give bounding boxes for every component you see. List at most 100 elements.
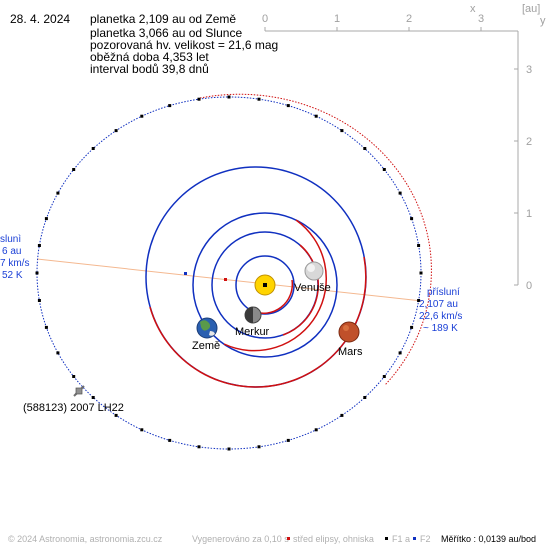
orbit-time-point (314, 428, 318, 432)
earth-planet (196, 317, 218, 339)
y-tick-1: 1 (526, 208, 532, 220)
x-tick-1: 1 (334, 13, 340, 25)
orbit-time-point (44, 325, 48, 329)
perihelion-distance: 2,107 au (419, 299, 458, 310)
orbit-time-point (314, 114, 318, 118)
orbit-time-point (286, 438, 290, 442)
perihelion-info: přísluní 2,107 au 22,6 km/s ~ 189 K (419, 287, 462, 334)
ellipse-center-marker (184, 272, 187, 275)
orbit-time-point (197, 97, 201, 101)
orbit-time-point (56, 351, 60, 355)
focus-marker (224, 278, 227, 281)
orbit-time-point (257, 445, 261, 449)
x-tick-0: 0 (262, 13, 268, 25)
orbit-time-point (37, 244, 41, 247)
orbit-time-point (363, 147, 367, 150)
f1-legend-tail: a (405, 534, 410, 544)
orbit-time-point (227, 95, 231, 99)
orbit-time-point (140, 428, 144, 432)
center-legend-marker (287, 537, 290, 540)
orbit-time-point (398, 351, 402, 355)
orbit-time-point (419, 271, 423, 275)
aphelion-speed: 7 km/s (0, 258, 29, 269)
orbit-time-point (227, 447, 231, 451)
info-line-1: planetka 2,109 au od Země (90, 12, 236, 26)
info-line-3: pozorovaná hv. velikost = 21,6 mag (90, 38, 278, 52)
orbit-time-point (140, 114, 144, 118)
mercury-label: Merkur (235, 326, 270, 338)
aphelion-info: slunì 6 au 7 km/s 52 K (0, 234, 29, 281)
generated-time: Vygenerováno za 0,10 s (192, 534, 289, 544)
earth-orbit-red-arc (223, 219, 328, 352)
orbit-time-point (398, 191, 402, 195)
y-axis-label: y (540, 15, 546, 27)
asteroid-marker (73, 385, 85, 397)
x-tick-3: 3 (478, 13, 484, 25)
x-tick-2: 2 (406, 13, 412, 25)
mars-label: Mars (338, 346, 363, 358)
y-axis: 3 2 1 0 y (514, 15, 546, 292)
orbit-time-point (197, 445, 201, 449)
orbit-time-point (340, 129, 344, 133)
asteroid-orbit-red-arc (199, 93, 432, 386)
orbit-time-point (44, 217, 48, 221)
header-info: 28. 4. 2024 planetka 2,109 au od Země pl… (10, 12, 278, 76)
perihelion-speed: 22,6 km/s (419, 311, 462, 322)
orbit-time-point (417, 244, 421, 247)
y-tick-0: 0 (526, 280, 532, 292)
sun (254, 274, 276, 296)
orbit-time-point (91, 396, 95, 399)
venus-planet (304, 261, 324, 281)
date-label: 28. 4. 2024 (10, 12, 70, 26)
mercury-planet (244, 306, 262, 324)
orbit-time-point (257, 97, 261, 101)
venus-orbit-red-arc (282, 244, 320, 336)
earth-orbit (192, 212, 338, 358)
info-line-5: interval bodů 39,8 dnů (90, 62, 209, 76)
y-tick-3: 3 (526, 64, 532, 76)
x-axis: 0 1 2 3 x [au] (262, 3, 540, 32)
orbit-time-point (35, 271, 39, 275)
mars-orbit (145, 166, 367, 388)
f2-legend-label: F2 (420, 534, 431, 544)
aphelion-distance: 6 au (2, 246, 21, 257)
orbit-time-point (363, 396, 367, 399)
orbit-time-point (340, 413, 344, 417)
aphelion-temp: 52 K (2, 270, 23, 281)
f1-legend-label: F1 (392, 534, 403, 544)
orbit-time-point (114, 413, 118, 417)
orbit-time-point (91, 147, 95, 150)
orbit-time-point (168, 438, 172, 442)
orbit-time-point (168, 104, 172, 108)
y-tick-2: 2 (526, 136, 532, 148)
orbit-time-point (56, 191, 60, 195)
orbit-time-point (37, 299, 41, 302)
orbit-time-point (286, 104, 290, 108)
perihelion-temp: ~ 189 K (423, 323, 458, 334)
apsis-line (36, 258, 423, 302)
perihelion-title: přísluní (427, 287, 460, 298)
venus-label: Venuše (294, 282, 331, 294)
mars-planet (338, 321, 360, 343)
earth-label: Země (192, 340, 220, 352)
orbit-time-point (72, 168, 76, 171)
scale-label: Měřítko : 0,0139 au/bod (441, 534, 536, 544)
aphelion-title: slunì (0, 234, 21, 245)
copyright: © 2024 Astronomia, astronomia.zcu.cz (8, 534, 163, 544)
info-line-4: oběžná doba 4,353 let (90, 50, 209, 64)
asteroid-label: (588123) 2007 LH22 (23, 402, 124, 414)
asteroid-orbit-points (35, 95, 423, 451)
orbit-time-point (72, 375, 76, 378)
info-line-2: planetka 3,066 au od Slunce (90, 26, 242, 40)
orbit-time-point (410, 325, 414, 329)
footer: © 2024 Astronomia, astronomia.zcu.cz Vyg… (8, 534, 536, 544)
f2-legend-marker (413, 537, 416, 540)
orbit-time-point (114, 129, 118, 133)
f1-legend-marker (385, 537, 388, 540)
orbit-time-point (382, 375, 386, 378)
axis-unit: [au] (522, 3, 540, 15)
orbit-time-point (417, 299, 421, 302)
x-axis-label: x (470, 3, 476, 15)
orbit-time-point (382, 168, 386, 171)
